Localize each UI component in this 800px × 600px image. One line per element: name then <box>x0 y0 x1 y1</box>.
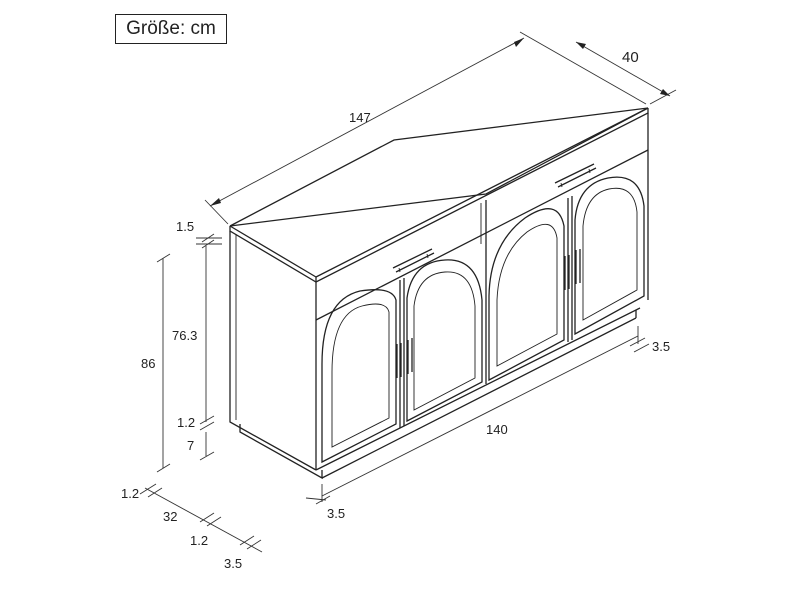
drawer-handle-left <box>392 248 435 273</box>
dimension-lines <box>139 31 677 553</box>
dim-line-base-width <box>321 335 639 497</box>
door-2-arch <box>406 259 483 423</box>
cabinet-top-surface <box>229 107 649 227</box>
label-body-height: 76.3 <box>172 328 197 343</box>
dim-line-width <box>209 37 525 207</box>
top-left-edge <box>229 225 317 278</box>
label-side-panel-back: 1.2 <box>190 533 208 548</box>
door-4-arch <box>574 176 645 336</box>
dim-line-depth <box>575 41 671 97</box>
label-total-height: 86 <box>141 356 155 371</box>
label-width-top: 147 <box>349 110 371 125</box>
door-handle-4 <box>575 249 581 284</box>
cabinet-base <box>239 310 637 480</box>
door-handle-2 <box>407 338 413 374</box>
top-front-edge <box>315 107 649 278</box>
front-bottom-edge <box>315 307 641 471</box>
label-base-inset-front: 3.5 <box>327 506 345 521</box>
label-bottom-panel: 1.2 <box>177 415 195 430</box>
door-3-arch <box>488 208 565 382</box>
label-depth: 40 <box>622 49 639 66</box>
label-side-panel-front: 1.2 <box>121 486 139 501</box>
door-1-arch <box>321 289 397 464</box>
label-base-height: 7 <box>187 438 194 453</box>
label-side-inset-back: 3.5 <box>224 556 242 571</box>
door-handle-1 <box>396 343 402 378</box>
label-base-width: 140 <box>486 422 508 437</box>
label-side-depth: 32 <box>163 509 177 524</box>
sideboard-cabinet <box>229 107 649 480</box>
unit-label-box: Größe: cm <box>115 14 227 44</box>
left-side-panel <box>229 231 317 471</box>
door-handle-3 <box>564 255 570 290</box>
label-base-inset-right: 3.5 <box>652 339 670 354</box>
label-top-thickness: 1.5 <box>176 219 194 234</box>
drawer-bottom-line <box>315 149 649 321</box>
drawer-handle-right <box>554 163 597 188</box>
